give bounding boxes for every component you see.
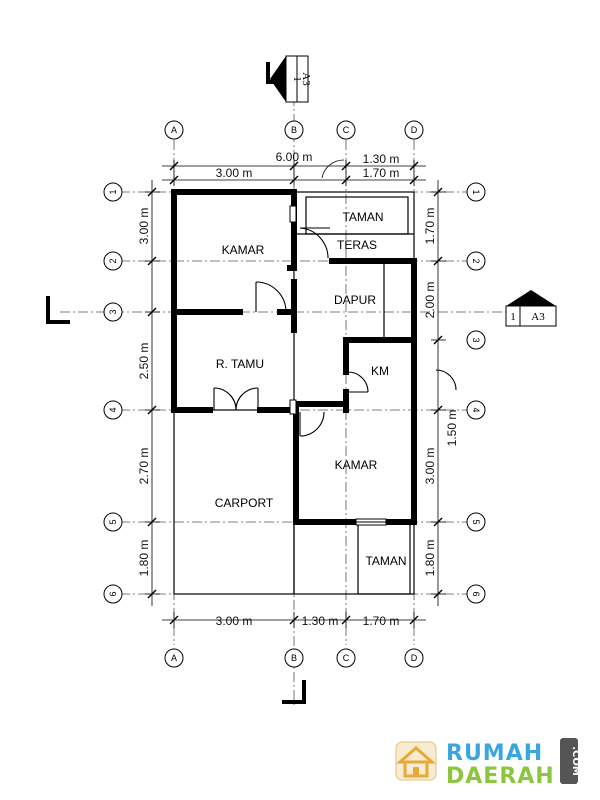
house-icon [395, 741, 437, 781]
section-right-sheet: A3 [531, 311, 545, 323]
dim-left-1-2: 3.00 m [137, 208, 151, 245]
room-label-kamar-1: KAMAR [222, 243, 265, 257]
dim-bottom-c-d: 1.70 m [363, 614, 400, 628]
dim-top-upper: 1.30 m [363, 152, 400, 166]
room-label-taman-top: TAMAN [342, 210, 383, 224]
logo-word-daerah: DAERAH [446, 764, 555, 789]
dim-right-2-3: 2.00 m [423, 282, 437, 319]
room-labels: KAMAR TAMAN TERAS DAPUR R. TAMU KM KAMAR… [215, 210, 407, 568]
svg-text:C: C [343, 125, 350, 135]
svg-text:3: 3 [471, 337, 481, 342]
grid-bubble-d-top: D [404, 120, 424, 140]
section-marker-top: 1 A3 [270, 55, 312, 103]
dim-bottom-a-b: 3.00 m [216, 614, 253, 628]
svg-text:6: 6 [108, 591, 118, 596]
column-bubbles: A B C D A B C D [164, 120, 424, 668]
grid-bubble-d-bottom: D [404, 648, 424, 668]
grid-bubble-3-left: 3 [103, 302, 123, 322]
grid-bubble-2-right: 2 [466, 251, 486, 271]
svg-text:A: A [171, 653, 177, 663]
dim-left-5-6: 1.80 m [137, 540, 151, 577]
dim-top-total: 6.00 m [276, 150, 313, 164]
svg-text:4: 4 [471, 407, 481, 412]
svg-text:4: 4 [108, 407, 118, 412]
grid-bubble-c-top: C [336, 120, 356, 140]
room-label-r-tamu: R. TAMU [216, 357, 264, 371]
svg-text:1: 1 [108, 189, 118, 194]
grid-bubble-6-left: 6 [103, 584, 123, 604]
grid-bubble-4-left: 4 [103, 400, 123, 420]
row-bubbles: 1 2 3 4 5 6 1 2 3 4 5 6 [103, 182, 486, 604]
svg-text:2: 2 [108, 258, 118, 263]
svg-text:D: D [411, 125, 418, 135]
svg-text:C: C [343, 653, 350, 663]
dim-right-1-2: 1.70 m [423, 208, 437, 245]
grid-bubble-5-left: 5 [103, 512, 123, 532]
grid-bubble-4-right: 4 [466, 400, 486, 420]
watermark-logo: RUMAH DAERAH .COM [395, 738, 581, 789]
svg-text:B: B [291, 653, 297, 663]
svg-text:1: 1 [471, 189, 481, 194]
dim-right-4-5: 3.00 m [423, 448, 437, 485]
svg-text:B: B [291, 125, 297, 135]
grid-bubble-1-left: 1 [103, 182, 123, 202]
grid-bubble-2-left: 2 [103, 251, 123, 271]
dim-top-a-b: 3.00 m [216, 166, 253, 180]
dimension-labels: 6.00 m 3.00 m 1.30 m 1.70 m 3.00 m 1.30 … [137, 150, 459, 628]
dim-right-5-6: 1.80 m [423, 540, 437, 577]
grid-bubble-6-right: 6 [466, 584, 486, 604]
logo-word-rumah: RUMAH [446, 741, 543, 766]
windows [289, 205, 387, 526]
svg-text:A: A [171, 125, 177, 135]
section-top-number: 1 [291, 76, 303, 82]
dim-top-lower: 1.70 m [363, 166, 400, 180]
logo-com-badge: .COM [560, 738, 581, 784]
grid-bubble-3-right: 3 [466, 330, 486, 350]
room-label-teras: TERAS [337, 238, 377, 252]
room-label-kamar-2: KAMAR [335, 458, 378, 472]
dim-bottom-b-c: 1.30 m [302, 614, 339, 628]
section-right-number: 1 [510, 311, 516, 323]
grid-bubble-1-right: 1 [466, 182, 486, 202]
svg-text:5: 5 [471, 519, 481, 524]
section-top-sheet: A3 [300, 72, 312, 86]
section-marker-right: 1 A3 [505, 290, 557, 327]
dimension-ticks [147, 161, 443, 625]
grid-bubble-b-bottom: B [284, 648, 304, 668]
dim-left-4-5: 2.70 m [137, 448, 151, 485]
svg-text:5: 5 [108, 519, 118, 524]
room-label-km: KM [371, 364, 389, 378]
grid-bubble-b-top: B [284, 120, 304, 140]
logo-suffix: .COM [570, 746, 581, 776]
grid-bubble-c-bottom: C [336, 648, 356, 668]
room-label-dapur: DAPUR [334, 293, 376, 307]
grid-bubble-a-bottom: A [164, 648, 184, 668]
walls [171, 189, 417, 525]
room-label-taman-bottom: TAMAN [365, 554, 406, 568]
svg-text:2: 2 [471, 258, 481, 263]
dim-right-3-4: 1.50 m [445, 410, 459, 447]
grid-bubble-a-top: A [164, 120, 184, 140]
svg-text:D: D [411, 653, 418, 663]
dim-left-3-4: 2.50 m [137, 343, 151, 380]
svg-text:3: 3 [108, 309, 118, 314]
doors [213, 227, 457, 437]
room-label-carport: CARPORT [215, 496, 274, 510]
svg-text:6: 6 [471, 591, 481, 596]
grid-bubble-5-right: 5 [466, 512, 486, 532]
